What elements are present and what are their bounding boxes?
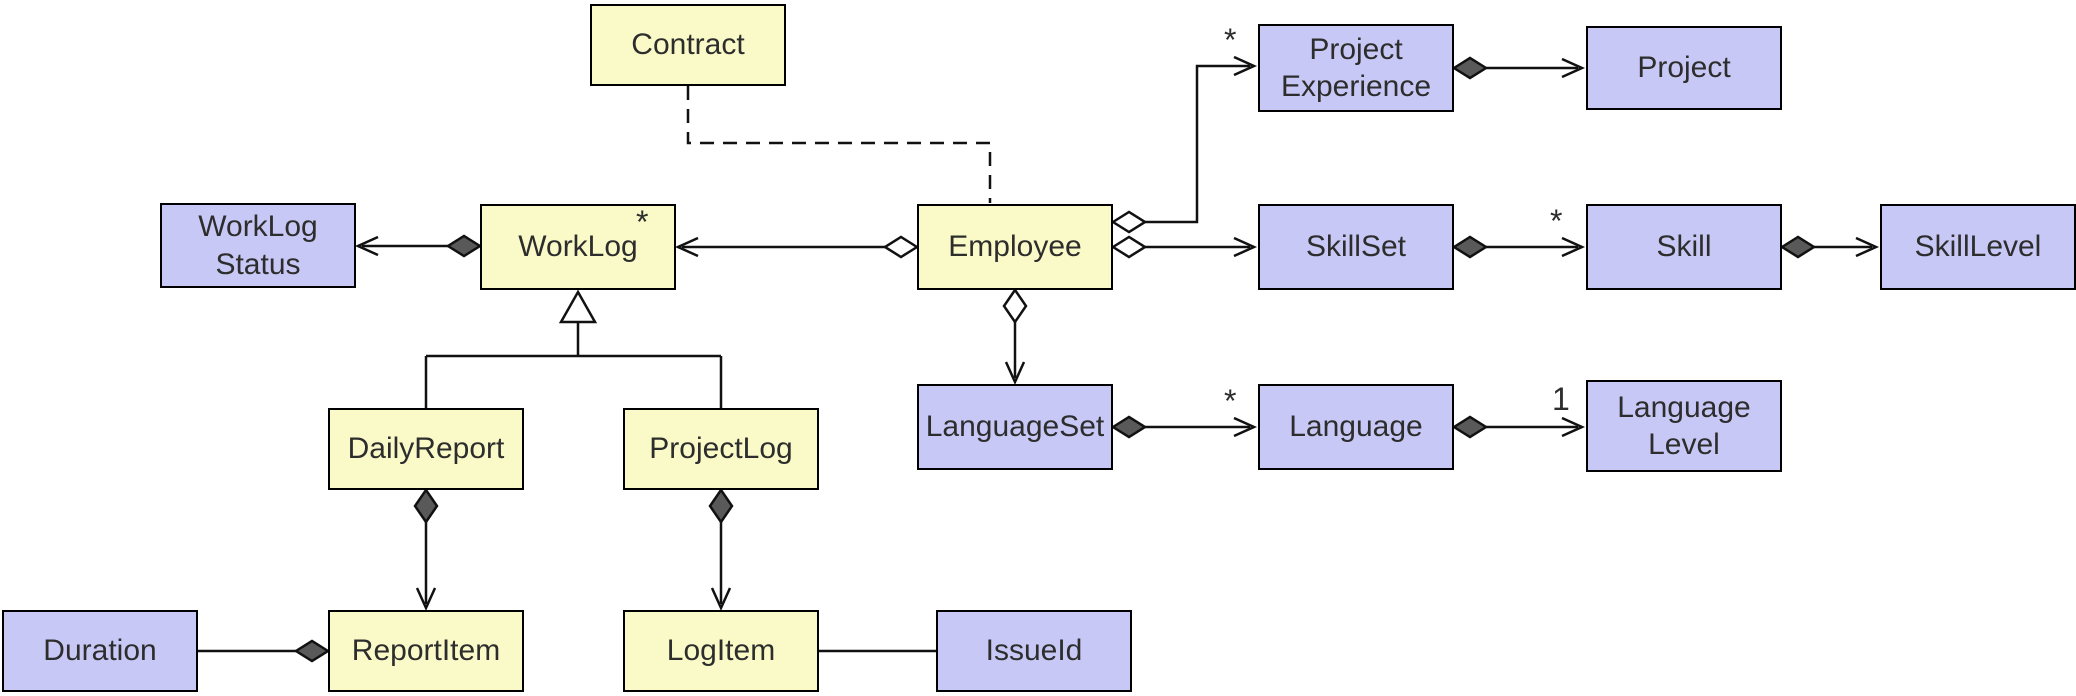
edge-dailyreport-reportitem [413,487,439,612]
edge-employee-projectexperience [1110,55,1258,234]
open-arrowhead [1004,361,1026,386]
class-projectlog: ProjectLog [623,408,819,490]
composition-diamond [1779,235,1817,259]
edge-line [1145,64,1250,224]
aggregation-diamond [1002,287,1028,325]
open-arrowhead [674,236,699,258]
edge-line [424,322,723,408]
composition-diamond [445,234,483,258]
multiplicity-employee-worklog: * [636,204,649,240]
class-skilllevel: SkillLevel [1880,204,2076,290]
class-employee: Employee [917,204,1113,290]
class-languageset: LanguageSet [917,384,1113,470]
open-arrowhead [1233,55,1258,77]
open-arrowhead [1561,57,1586,79]
class-duration: Duration [2,610,198,692]
class-project: Project [1586,26,1782,110]
composition-diamond [1451,415,1489,439]
composition-diamond [1451,56,1489,80]
open-arrowhead [1561,416,1586,438]
aggregation-diamond [882,235,920,259]
class-dailyreport: DailyReport [328,408,524,490]
open-arrowhead [1561,236,1586,258]
class-reportitem: ReportItem [328,610,524,692]
multiplicity-language-language-level: 1 [1552,381,1570,417]
composition-diamond [1451,235,1489,259]
edge-projectexperience-project [1451,56,1586,80]
class-worklog-status: WorkLog Status [160,203,356,288]
class-logitem: LogItem [623,610,819,692]
multiplicity-languageset-language: * [1224,383,1237,419]
edge-projectlog-logitem [708,487,734,612]
open-arrowhead [710,587,732,612]
open-arrowhead [1855,236,1880,258]
multiplicity-employee-project-experience: * [1224,22,1237,58]
edge-skillset-skill [1451,235,1586,259]
composition-diamond [413,487,439,525]
open-arrowhead [1233,236,1258,258]
class-worklog: WorkLog [480,204,676,290]
class-contract: Contract [590,4,786,86]
multiplicity-skillset-skill: * [1550,203,1563,239]
edge-languageset-language [1110,415,1258,439]
class-skillset: SkillSet [1258,204,1454,290]
class-project-experience: Project Experience [1258,24,1454,112]
edge-employee-languageset [1002,287,1028,386]
aggregation-diamond [1110,235,1148,259]
composition-diamond [1110,415,1148,439]
edge-language-languagelevel [1451,415,1586,439]
composition-diamond [708,487,734,525]
open-arrowhead [1233,416,1258,438]
edge-duration-reportitem [198,639,331,663]
class-skill: Skill [1586,204,1782,290]
class-issueid: IssueId [936,610,1132,692]
edge-contract-employee [686,86,992,203]
open-arrowhead [415,587,437,612]
edge-generalization-worklog [424,289,723,408]
dashed-line [686,86,992,203]
edge-employee-skillset [1110,235,1258,259]
edge-worklog-worklogstatus [354,234,483,258]
class-language: Language [1258,384,1454,470]
edge-employee-worklog [674,235,920,259]
generalization-triangle [558,289,598,324]
composition-diamond [293,639,331,663]
class-language-level: Language Level [1586,380,1782,472]
open-arrowhead [354,235,379,257]
aggregation-diamond [1110,210,1148,234]
edge-skill-skilllevel [1779,235,1880,259]
